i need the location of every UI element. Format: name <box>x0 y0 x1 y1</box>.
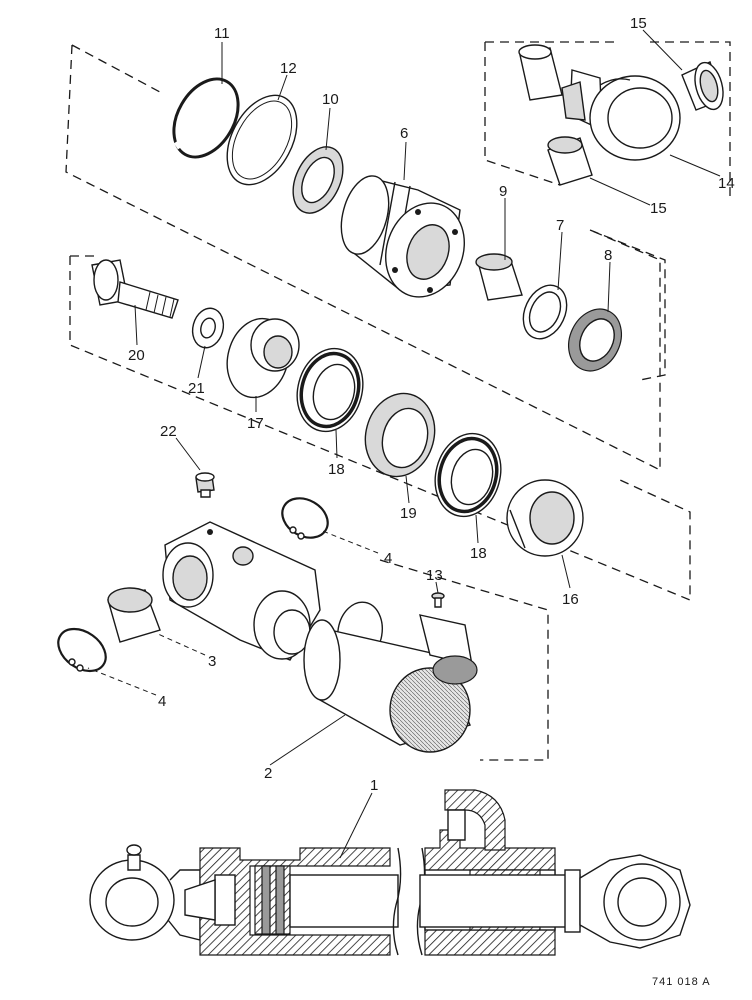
part-15-bushing-lower <box>547 136 593 186</box>
label-10: 10 <box>322 91 339 108</box>
leader-lines <box>87 29 721 859</box>
label-2: 2 <box>264 765 272 782</box>
label-19: 19 <box>400 505 417 522</box>
label-6: 6 <box>400 125 408 142</box>
label-4-lower: 4 <box>158 693 166 710</box>
part-14-rod-eye <box>561 69 681 161</box>
part-6-cylinder-head <box>340 175 466 298</box>
part-20-bolt <box>91 259 179 319</box>
label-9: 9 <box>499 183 507 200</box>
part-number-labels: 11 12 10 6 15 14 15 9 7 8 20 21 17 18 19… <box>128 15 735 988</box>
part-10-wiper-seal <box>292 146 344 214</box>
label-20: 20 <box>128 347 145 364</box>
part-9-bushing <box>475 253 523 301</box>
reference-code: 741 018 A <box>652 976 711 988</box>
part-19-guide-ring <box>364 392 436 478</box>
part-13-screw <box>431 592 445 608</box>
label-7: 7 <box>556 217 564 234</box>
label-13: 13 <box>426 567 443 584</box>
part-16-gland <box>506 479 584 557</box>
label-3: 3 <box>208 653 216 670</box>
label-4-upper: 4 <box>384 550 392 567</box>
part-21-washer <box>191 307 225 349</box>
part-4-circlip-lower <box>57 627 107 673</box>
label-22: 22 <box>160 423 177 440</box>
part-15-bushing-upper-left <box>518 44 563 101</box>
part-2-cylinder-tube <box>303 601 478 753</box>
label-21: 21 <box>188 380 205 397</box>
part-22-grease-nipple <box>195 472 215 498</box>
dashed-group-outlines <box>65 41 731 761</box>
label-11: 11 <box>214 25 230 42</box>
label-17: 17 <box>247 415 264 432</box>
label-12: 12 <box>280 60 297 77</box>
part-17-piston <box>226 317 300 399</box>
part-4-circlip-upper <box>281 497 329 540</box>
part-3-bushing <box>107 587 161 643</box>
label-18-left: 18 <box>328 461 345 478</box>
label-15-lower: 15 <box>650 200 667 217</box>
part-15-bushing-right <box>681 61 724 111</box>
label-18-right: 18 <box>470 545 487 562</box>
part-1-cylinder-assembly-section <box>89 789 691 956</box>
label-8: 8 <box>604 247 612 264</box>
part-18-piston-seal-right <box>434 432 502 518</box>
label-14: 14 <box>718 175 735 192</box>
part-18-piston-seal-left <box>296 347 364 433</box>
part-11-snap-ring <box>172 77 240 159</box>
part-8-rod-seal <box>568 308 622 372</box>
label-16: 16 <box>562 591 579 608</box>
label-1: 1 <box>370 777 378 794</box>
part-7-ring <box>522 284 568 340</box>
part-12-wear-ring <box>226 94 298 186</box>
label-15-top: 15 <box>630 15 647 32</box>
cylinder-base-eye <box>162 521 321 661</box>
